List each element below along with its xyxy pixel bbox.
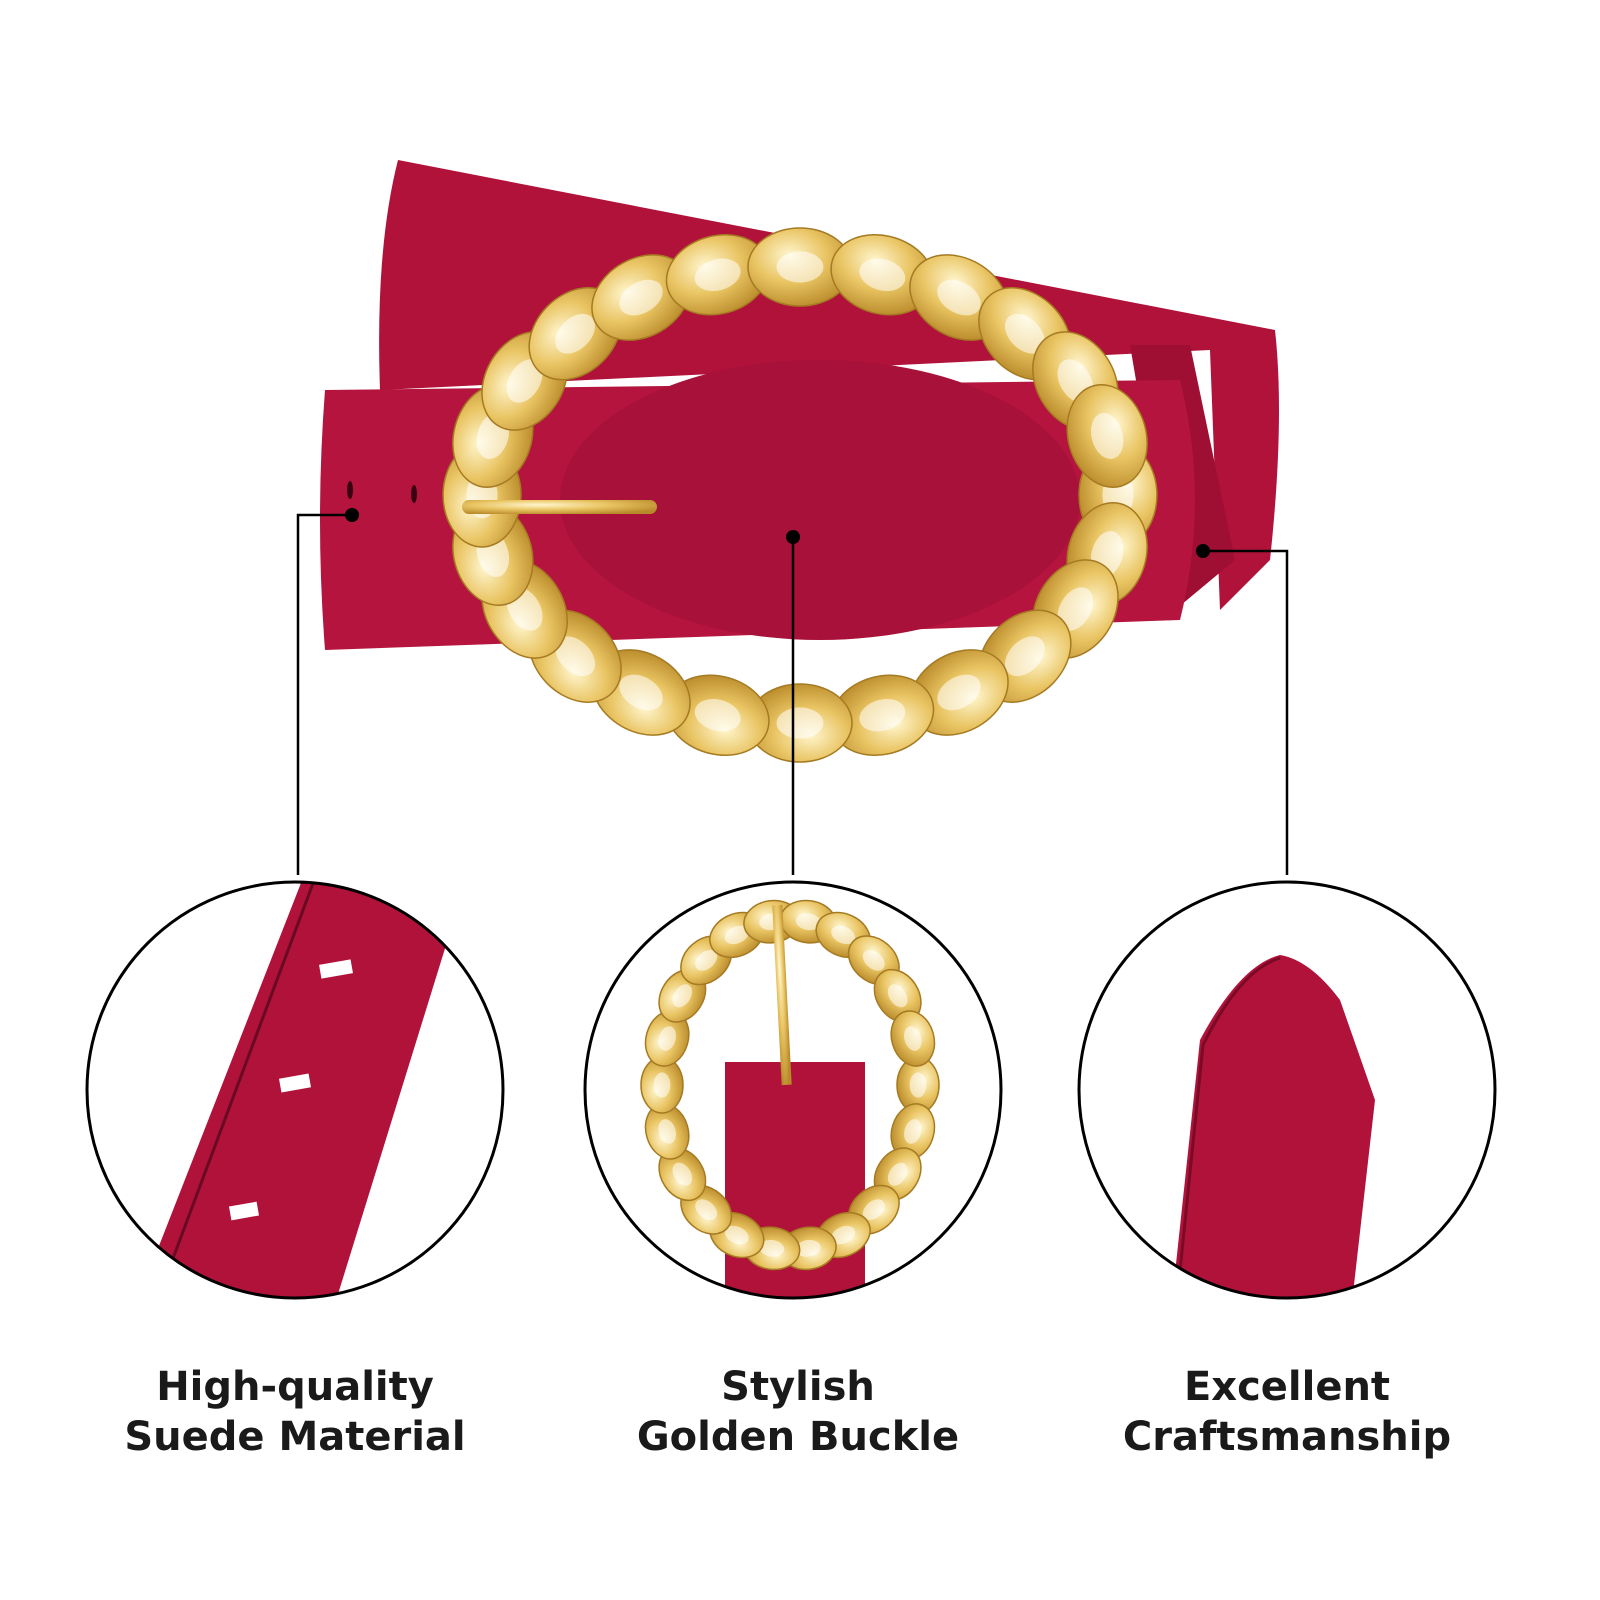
buckle-ring-opening (887, 1162, 908, 1186)
buckle-ring-opening (694, 698, 741, 732)
buckle-ring-opening (724, 925, 749, 945)
feature-subtitle: Suede Material (124, 1414, 466, 1460)
callout-dot (786, 530, 800, 544)
detail-buckle (640, 899, 940, 1298)
buckle-ring-opening (1004, 636, 1045, 677)
feature-title: Excellent (1183, 1364, 1391, 1410)
buckle-prong (462, 500, 657, 514)
detail-circle-1 (85, 880, 505, 1300)
feature-label-buckle: Stylish Golden Buckle (588, 1362, 1008, 1462)
buckle-ring-opening (619, 279, 663, 316)
feature-title: High-quality (156, 1364, 434, 1410)
detail-craftsmanship (1170, 955, 1375, 1298)
buckle-ring-opening (694, 258, 741, 292)
buckle-ring-opening (672, 984, 693, 1008)
buckle-ring-opening (795, 1239, 821, 1257)
buckle-ring-opening (759, 1239, 785, 1257)
buckle-ring-opening (937, 674, 981, 711)
feature-subtitle: Craftsmanship (1122, 1414, 1452, 1460)
buckle-ring-opening (1090, 413, 1124, 459)
buckle-ring-opening (555, 636, 596, 677)
feature-title: Stylish (721, 1364, 875, 1410)
buckle-ring-opening (862, 1199, 885, 1221)
callout-dot (345, 508, 359, 522)
buckle-ring-opening (831, 925, 856, 945)
detail-suede (130, 882, 460, 1298)
buckle-ring-opening (859, 258, 906, 292)
callout-dot (1196, 544, 1210, 558)
buckle-ring-opening (658, 1119, 676, 1144)
buckle-ring-opening (904, 1119, 922, 1144)
buckle-ring-opening (653, 1072, 671, 1098)
buckle-ring-opening (724, 1225, 749, 1245)
buckle-ring-opening (831, 1225, 856, 1245)
buckle-ring-opening (904, 1026, 922, 1051)
buckle-ring-opening (506, 359, 543, 403)
detail-circle-3 (1077, 880, 1497, 1300)
belt-hole (347, 481, 353, 499)
buckle-ring-opening (619, 674, 663, 711)
buckle-ring-opening (658, 1026, 676, 1051)
buckle-ring-opening (695, 1199, 718, 1221)
buckle-ring-opening (695, 949, 718, 971)
buckle-ring-opening (859, 698, 906, 732)
buckle-ring-opening (862, 949, 885, 971)
golden-buckle (442, 227, 1158, 763)
buckle-ring-opening (672, 1162, 693, 1186)
callout-lines (296, 513, 1289, 875)
buckle-ring-opening (909, 1072, 927, 1098)
belt-hole (411, 485, 417, 503)
feature-subtitle: Golden Buckle (636, 1414, 960, 1460)
detail-circle-2 (583, 880, 1003, 1300)
buckle-ring-opening (1004, 313, 1045, 354)
buckle-ring-opening (887, 984, 908, 1008)
buckle-ring-opening (937, 279, 981, 316)
buckle-ring-opening (795, 913, 821, 931)
buckle-ring-opening (776, 707, 824, 739)
feature-label-craftsmanship: Excellent Craftsmanship (1077, 1362, 1497, 1462)
belt-tongue (560, 360, 1080, 640)
buckle-ring-opening (555, 313, 596, 354)
buckle-ring-opening (1057, 587, 1094, 631)
feature-label-suede: High-quality Suede Material (85, 1362, 505, 1462)
belt-back-strap (379, 160, 1279, 610)
buckle-ring-opening (776, 251, 824, 283)
